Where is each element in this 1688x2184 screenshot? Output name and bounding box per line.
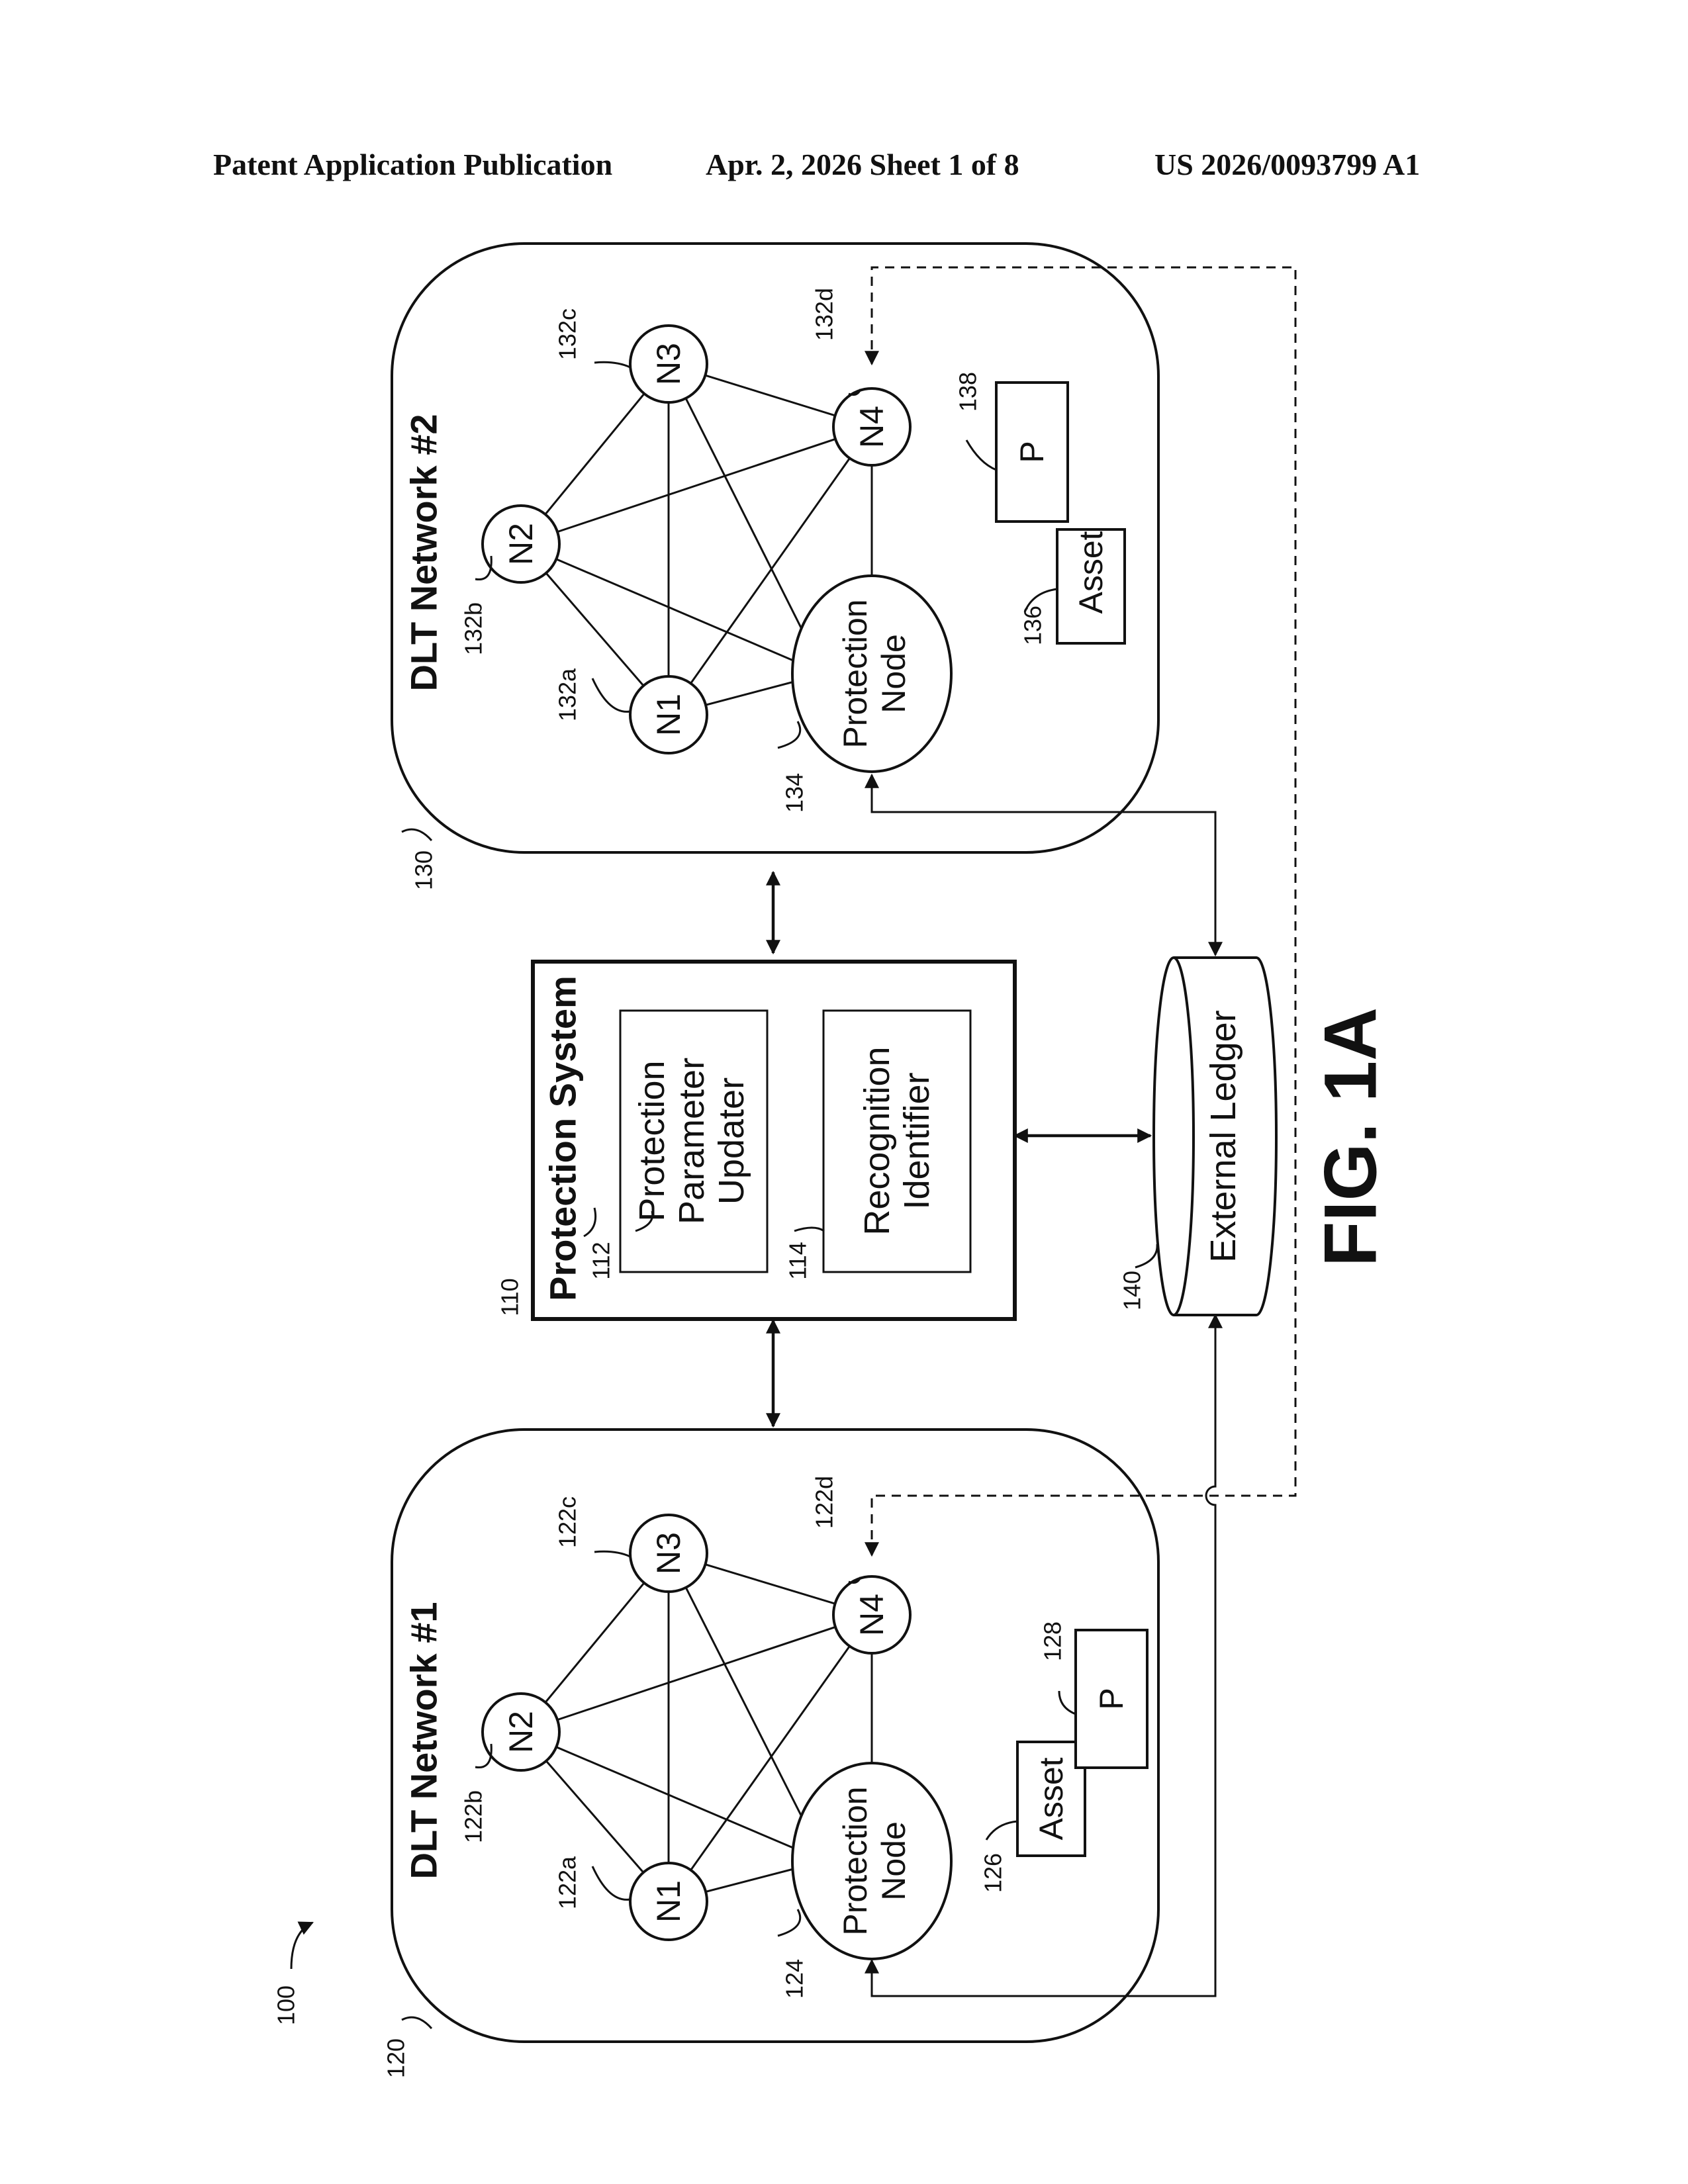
node-n1: N1	[630, 1863, 707, 1940]
leader-140	[1135, 1244, 1157, 1267]
leader-138	[966, 440, 996, 470]
ref-134: 134	[781, 773, 808, 813]
ref-120: 120	[383, 2038, 410, 2078]
svg-text:N4: N4	[853, 406, 890, 448]
svg-text:N1: N1	[650, 694, 687, 736]
ref-122d: 122d	[811, 1476, 838, 1529]
node-n3: N3	[630, 326, 707, 402]
svg-text:Node: Node	[875, 1821, 912, 1901]
p-box: P	[1076, 1630, 1147, 1768]
node-n2: N2	[483, 1694, 559, 1770]
ref-122c: 122c	[554, 1496, 581, 1548]
leader-122a	[592, 1866, 630, 1899]
ref-138: 138	[955, 372, 982, 412]
svg-text:N3: N3	[650, 343, 687, 385]
ref-124: 124	[781, 1959, 808, 1999]
ref-140: 140	[1119, 1271, 1146, 1310]
leader-128	[1059, 1691, 1076, 1714]
svg-text:N1: N1	[650, 1880, 687, 1923]
ref-126: 126	[980, 1853, 1007, 1893]
ref-136: 136	[1019, 606, 1047, 645]
dashed-link-n4-networks	[872, 267, 1295, 1555]
node-n1: N1	[630, 676, 707, 753]
svg-text:Protection: Protection	[632, 1060, 672, 1221]
ref-122a: 122a	[554, 1856, 581, 1909]
p-box: P	[996, 383, 1068, 522]
protection-parameter-updater: Protection Parameter Updater	[620, 1011, 767, 1272]
leader-134	[778, 721, 800, 748]
svg-text:Node: Node	[875, 634, 912, 713]
svg-text:Protection: Protection	[837, 599, 874, 748]
recognition-identifier: Recognition Identifier	[823, 1011, 970, 1272]
link-ledger-protection-node-2	[872, 775, 1215, 955]
ref-132c: 132c	[554, 308, 581, 360]
svg-text:Parameter: Parameter	[672, 1058, 712, 1224]
svg-text:N3: N3	[650, 1532, 687, 1574]
svg-text:N4: N4	[853, 1594, 890, 1636]
svg-text:Protection: Protection	[837, 1786, 874, 1935]
svg-text:Updater: Updater	[712, 1077, 751, 1205]
ref-112: 112	[588, 1242, 615, 1279]
protection-node: Protection Node	[792, 576, 951, 772]
ledger-top-face	[1154, 958, 1194, 1315]
node-n4: N4	[833, 1576, 910, 1653]
leader-132c	[594, 362, 630, 367]
arrow-100	[291, 1923, 312, 1969]
protection-node: Protection Node	[792, 1763, 951, 1959]
svg-text:Identifier: Identifier	[897, 1072, 937, 1209]
ref-132b: 132b	[460, 602, 487, 655]
svg-text:N2: N2	[502, 1711, 539, 1753]
leader-122c	[594, 1551, 630, 1557]
dlt-network-2: N1 N2 N3 N4 Protection Node Asset P D	[392, 244, 1158, 890]
protection-system: Protection System Protection Parameter U…	[496, 962, 1015, 1319]
asset-box: Asset	[1057, 529, 1125, 643]
svg-text:N2: N2	[502, 523, 539, 565]
svg-text:P: P	[1093, 1688, 1130, 1709]
leader-130	[402, 829, 432, 841]
ref-132d: 132d	[811, 288, 838, 341]
figure-label: FIG. 1A	[1309, 1007, 1392, 1267]
leader-120	[402, 2017, 432, 2028]
network-1-title: DLT Network #1	[403, 1602, 445, 1879]
leader-132a	[592, 678, 630, 711]
ref-100: 100	[273, 1985, 300, 2025]
ref-132a: 132a	[554, 668, 581, 721]
svg-text:Asset: Asset	[1033, 1757, 1070, 1840]
protection-system-title: Protection System	[542, 976, 584, 1301]
ref-128: 128	[1039, 1621, 1066, 1661]
ref-110: 110	[496, 1278, 524, 1316]
node-n4: N4	[833, 388, 910, 465]
svg-text:Recognition: Recognition	[857, 1046, 897, 1235]
leader-124	[778, 1909, 800, 1936]
external-ledger-label: External Ledger	[1203, 1010, 1243, 1262]
svg-text:P: P	[1013, 441, 1051, 463]
node-n2: N2	[483, 506, 559, 582]
svg-text:Asset: Asset	[1072, 531, 1109, 614]
network-2-title: DLT Network #2	[403, 414, 445, 691]
ref-114: 114	[784, 1242, 812, 1279]
ref-130: 130	[410, 850, 438, 890]
leader-126	[986, 1821, 1017, 1840]
node-n3: N3	[630, 1515, 707, 1592]
ref-122b: 122b	[460, 1790, 487, 1843]
dlt-network-1: N1 N2 N3 N4 Protection Node Asset P DLT …	[383, 1430, 1159, 2078]
